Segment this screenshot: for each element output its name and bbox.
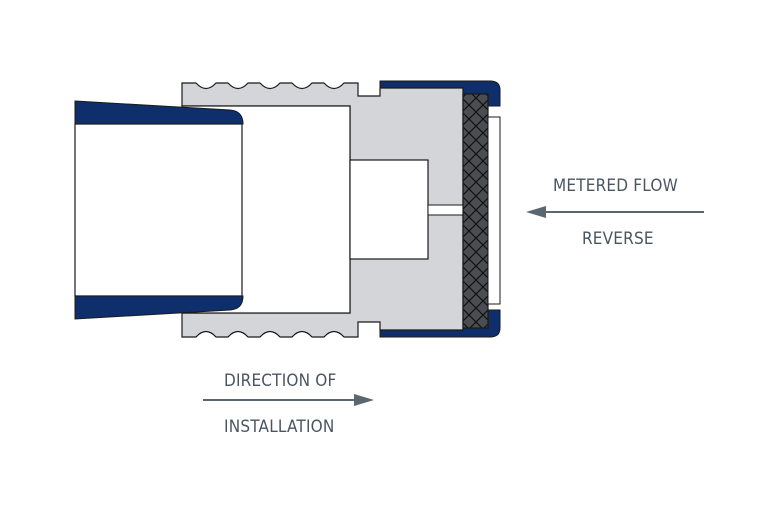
- installation-label: INSTALLATION: [224, 417, 335, 437]
- filter-screen: [462, 93, 489, 329]
- direction-of-label: DIRECTION OF: [224, 371, 337, 391]
- pipe-navy-bottom: [74, 295, 244, 320]
- installation-arrow-head: [354, 394, 374, 406]
- cap-window: [487, 116, 501, 305]
- reverse-label: REVERSE: [582, 229, 654, 249]
- metered-flow-arrow-head: [526, 206, 546, 218]
- valve-chamber: [349, 159, 429, 260]
- pipe-navy-top: [74, 100, 244, 125]
- valve-body: [181, 82, 464, 338]
- pipe-body: [74, 123, 243, 297]
- metered-flow-label: METERED FLOW: [553, 176, 678, 196]
- metering-orifice: [427, 204, 464, 216]
